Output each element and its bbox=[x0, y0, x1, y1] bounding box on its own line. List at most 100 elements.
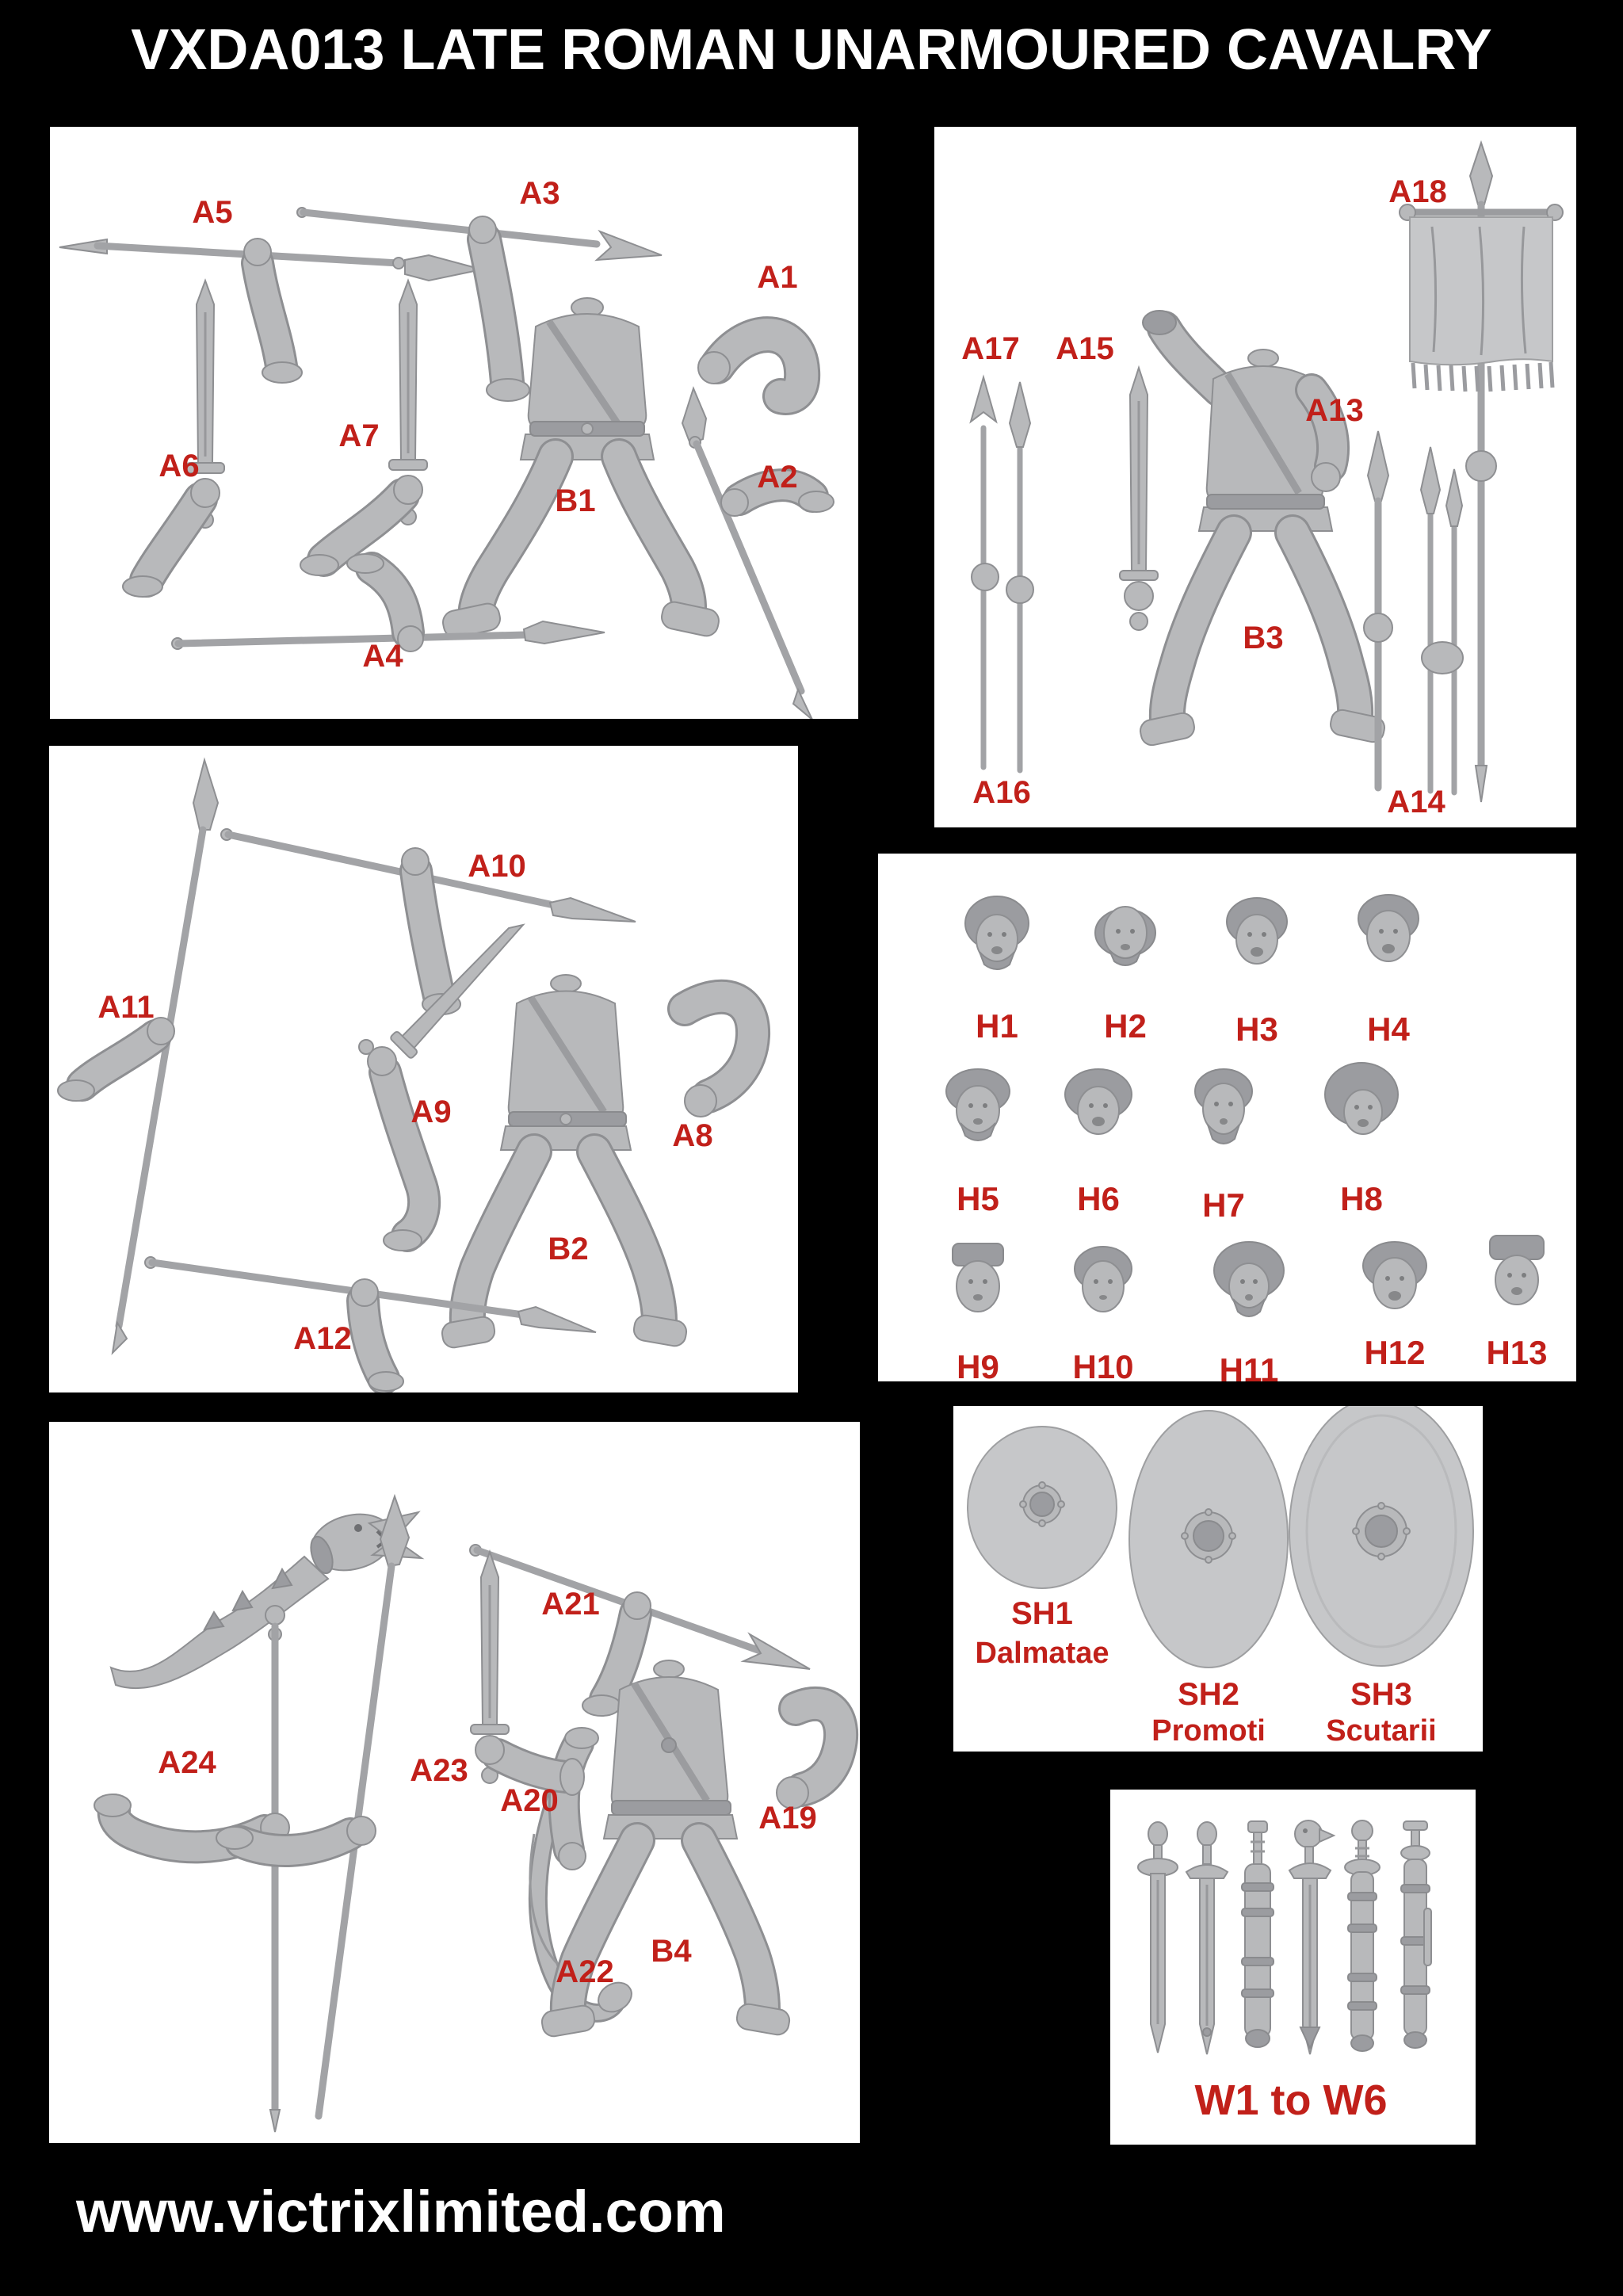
shield-label-sh2: SH2 bbox=[1178, 1677, 1239, 1712]
part-a18-banner-standard bbox=[1399, 139, 1564, 803]
website-url: www.victrixlimited.com bbox=[76, 2179, 726, 2244]
part-a15-sword bbox=[1119, 365, 1159, 631]
part-label-a5: A5 bbox=[192, 195, 233, 230]
panel-heads-illustration bbox=[945, 894, 1545, 1317]
part-label-b2: B2 bbox=[548, 1232, 589, 1266]
part-label-a1: A1 bbox=[757, 260, 798, 295]
part-draco-standard-head bbox=[109, 1511, 425, 1690]
page-title: VXDA013 LATE ROMAN UNARMOURED CAVALRY bbox=[131, 18, 1492, 82]
head-h9 bbox=[952, 1243, 1004, 1312]
head-h5 bbox=[945, 1068, 1010, 1141]
head-label-h13: H13 bbox=[1486, 1334, 1548, 1371]
head-h3 bbox=[1226, 897, 1288, 965]
scabbard-w3 bbox=[1241, 1820, 1274, 2048]
part-b3-torso bbox=[1140, 310, 1385, 747]
sword-w2 bbox=[1185, 1821, 1229, 2055]
part-b4-torso bbox=[540, 1660, 791, 2038]
panel-frame-d-illustration bbox=[94, 1493, 859, 2133]
head-h1 bbox=[964, 896, 1029, 970]
part-label-a9: A9 bbox=[411, 1095, 452, 1129]
scabbard-w6 bbox=[1400, 1820, 1432, 2049]
part-label-b4: B4 bbox=[651, 1934, 692, 1969]
part-a11-arm-with-spear bbox=[57, 757, 220, 1355]
head-h7 bbox=[1194, 1068, 1253, 1144]
part-a4-arm-with-spear bbox=[171, 552, 605, 652]
panel-frame-a-illustration bbox=[59, 207, 834, 719]
part-a23-arm-with-spear bbox=[216, 1493, 411, 2120]
part-label-a24: A24 bbox=[158, 1745, 216, 1780]
part-a21-arm-with-spear bbox=[469, 1544, 811, 1717]
head-h6 bbox=[1064, 1068, 1132, 1135]
part-a3-arm-with-spear bbox=[296, 207, 663, 402]
head-h8 bbox=[1324, 1062, 1399, 1135]
part-a8-bent-arm bbox=[667, 979, 770, 1117]
sword-w4-eagle-pommel bbox=[1288, 1820, 1336, 2055]
part-label-a16: A16 bbox=[972, 775, 1031, 810]
head-h4 bbox=[1358, 894, 1419, 962]
part-a5-arm-with-spear bbox=[59, 238, 483, 384]
shield-sh3 bbox=[1289, 1406, 1474, 1667]
part-label-a19: A19 bbox=[758, 1801, 817, 1836]
scabbard-w5 bbox=[1344, 1820, 1381, 2052]
shield-sh1 bbox=[967, 1426, 1117, 1589]
part-label-a6: A6 bbox=[158, 449, 200, 483]
head-h12 bbox=[1362, 1241, 1427, 1309]
part-a6-arm-with-sword bbox=[122, 278, 225, 598]
head-label-h6: H6 bbox=[1077, 1180, 1120, 1217]
part-label-a11: A11 bbox=[97, 990, 155, 1025]
shield-sh2 bbox=[1128, 1410, 1289, 1668]
part-a9-arm-with-sword bbox=[358, 923, 525, 1252]
part-label-a8: A8 bbox=[672, 1118, 713, 1153]
part-a7-arm-with-sword bbox=[300, 278, 428, 577]
part-label-b3: B3 bbox=[1243, 621, 1284, 655]
panel-frame-d: A24 A23 A22 A21 A20 B4 A19 bbox=[49, 1422, 860, 2143]
part-label-a3: A3 bbox=[519, 176, 560, 211]
part-label-a12: A12 bbox=[293, 1321, 352, 1356]
head-label-h2: H2 bbox=[1104, 1007, 1147, 1045]
head-h11 bbox=[1213, 1241, 1285, 1317]
weapons-range-label: W1 to W6 bbox=[1194, 2076, 1388, 2124]
panel-weapons-illustration bbox=[1137, 1820, 1432, 2055]
head-label-h9: H9 bbox=[957, 1348, 999, 1385]
shield-name-promoti: Promoti bbox=[1151, 1714, 1266, 1748]
panel-frame-c: A10 A11 A9 A8 B2 A12 bbox=[49, 746, 798, 1392]
part-label-b1: B1 bbox=[555, 483, 596, 518]
part-a19-bent-arm bbox=[776, 1687, 859, 1809]
part-label-a18: A18 bbox=[1388, 174, 1447, 209]
part-a2-arm-with-spear bbox=[681, 386, 834, 719]
part-label-a21: A21 bbox=[541, 1587, 600, 1622]
head-h2 bbox=[1094, 906, 1156, 966]
part-label-a17: A17 bbox=[961, 331, 1020, 366]
part-a17-spear-pair bbox=[969, 374, 1034, 774]
panel-frame-c-illustration bbox=[57, 757, 770, 1392]
panel-heads: H1 H2 H3 H4 H5 H6 H7 H8 H9 H10 H11 H12 H… bbox=[878, 854, 1576, 1387]
part-label-a14: A14 bbox=[1387, 785, 1445, 819]
part-a1-bent-arm bbox=[697, 316, 821, 415]
panel-shields: SH1 Dalmatae SH2 Promoti SH3 Scutarii bbox=[953, 1406, 1483, 1752]
head-label-h11: H11 bbox=[1219, 1351, 1279, 1389]
sword-w1 bbox=[1137, 1821, 1178, 2053]
head-h10 bbox=[1074, 1246, 1132, 1312]
head-label-h3: H3 bbox=[1235, 1010, 1278, 1048]
panel-frame-a: A5 A3 A1 A6 A7 B1 A2 A4 bbox=[50, 127, 858, 719]
part-label-a23: A23 bbox=[410, 1753, 468, 1788]
part-a14-spear-pair bbox=[1419, 446, 1464, 796]
panel-shields-illustration bbox=[967, 1406, 1474, 1668]
shield-name-dalmatae: Dalmatae bbox=[975, 1637, 1109, 1670]
head-h13 bbox=[1489, 1235, 1545, 1305]
panel-frame-b-illustration bbox=[969, 139, 1564, 803]
shield-name-scutarii: Scutarii bbox=[1326, 1714, 1437, 1748]
head-label-h1: H1 bbox=[976, 1007, 1018, 1045]
part-b2-torso bbox=[441, 974, 688, 1349]
part-label-a4: A4 bbox=[362, 639, 403, 674]
part-label-a7: A7 bbox=[338, 418, 380, 453]
part-a13-spear bbox=[1363, 430, 1393, 792]
part-label-a10: A10 bbox=[468, 849, 526, 884]
head-label-h8: H8 bbox=[1340, 1180, 1383, 1217]
head-label-h5: H5 bbox=[957, 1180, 999, 1217]
part-a20-arm-with-sword bbox=[470, 1549, 585, 1796]
part-label-a13: A13 bbox=[1305, 393, 1364, 428]
shield-label-sh1: SH1 bbox=[1011, 1596, 1073, 1631]
head-label-h4: H4 bbox=[1367, 1010, 1410, 1048]
